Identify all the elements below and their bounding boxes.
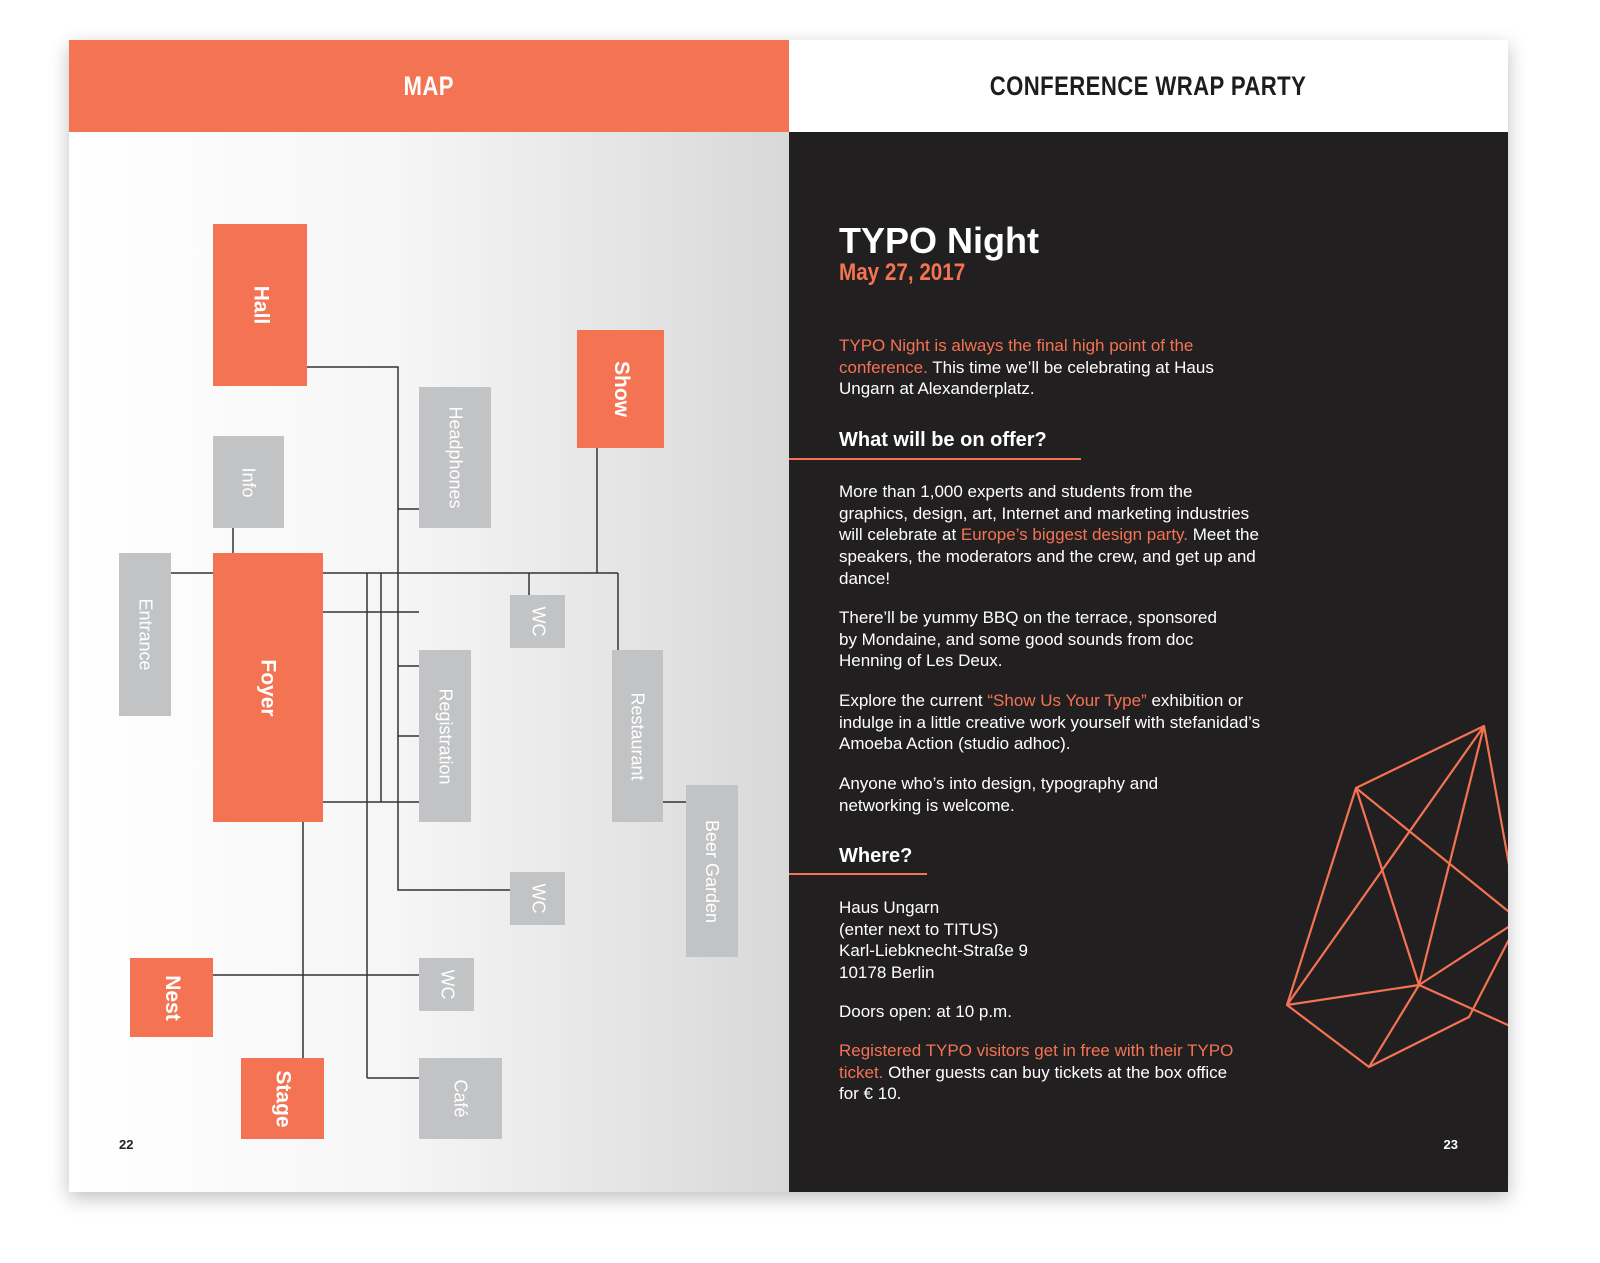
ticket-info: Registered TYPO visitors get in free wit… bbox=[839, 1041, 1234, 1104]
polyhedron-illustration bbox=[1285, 724, 1508, 1069]
where-heading: Where? bbox=[839, 845, 913, 867]
brochure-spread: MAP bbox=[69, 40, 1508, 1192]
offer-paragraph-1: More than 1,000 experts and students fro… bbox=[839, 482, 1259, 588]
map-page: MAP bbox=[69, 40, 789, 1192]
where-heading-rule bbox=[789, 873, 927, 875]
room-nest: Nest bbox=[130, 958, 213, 1037]
offer-heading-rule bbox=[789, 458, 1081, 460]
room-registration: Registration bbox=[419, 650, 471, 822]
room-entrance: Entrance bbox=[119, 553, 171, 716]
room-cafe: Café bbox=[419, 1058, 502, 1139]
room-hall: Hall bbox=[213, 224, 307, 386]
offer-heading: What will be on offer? bbox=[839, 429, 1047, 451]
room-info: Info bbox=[213, 436, 284, 528]
room-wc-2: WC bbox=[510, 872, 565, 925]
event-title: TYPO Night bbox=[839, 220, 1039, 261]
map-header-title: MAP bbox=[403, 70, 455, 101]
page-number-left: 22 bbox=[119, 1137, 134, 1152]
intro-paragraph: TYPO Night is always the final high poin… bbox=[839, 336, 1214, 399]
offer-paragraph-4: Anyone who’s into design, typography and… bbox=[839, 774, 1159, 815]
party-header-title: CONFERENCE WRAP PARTY bbox=[990, 70, 1307, 101]
room-foyer: Foyer bbox=[213, 553, 323, 822]
party-page: CONFERENCE WRAP PARTY TYPO Night May 27,… bbox=[789, 40, 1508, 1192]
room-stage: Stage bbox=[241, 1058, 324, 1139]
room-beer-garden: Beer Garden bbox=[686, 785, 738, 957]
room-wc-3: WC bbox=[419, 958, 474, 1011]
map-connector-lines bbox=[169, 366, 686, 1079]
doors-open: Doors open: at 10 p.m. bbox=[839, 1002, 1012, 1021]
map-header: MAP bbox=[69, 40, 789, 132]
offer-paragraph-2: There’ll be yummy BBQ on the terrace, sp… bbox=[839, 608, 1217, 671]
page-number-right: 23 bbox=[1443, 1137, 1458, 1152]
offer-paragraph-3: Explore the current “Show Us Your Type” … bbox=[839, 691, 1261, 754]
party-header: CONFERENCE WRAP PARTY bbox=[789, 40, 1508, 132]
room-show: Show bbox=[577, 330, 664, 448]
room-restaurant: Restaurant bbox=[612, 650, 663, 822]
room-wc-1: WC bbox=[510, 595, 565, 648]
room-headphones: Headphones bbox=[419, 387, 491, 528]
address-block: Haus Ungarn (enter next to TITUS) Karl-L… bbox=[839, 898, 1028, 983]
event-date: May 27, 2017 bbox=[839, 259, 966, 286]
